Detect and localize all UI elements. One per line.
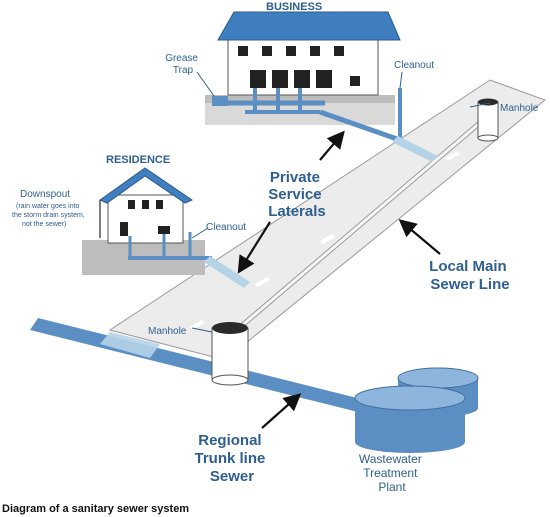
business-building xyxy=(205,11,401,125)
callout-arrows xyxy=(237,130,441,429)
treatment-plant-tanks xyxy=(354,367,479,453)
downspout-label: Downspout xyxy=(20,189,70,200)
cleanout-residence-label: Cleanout xyxy=(206,222,246,233)
business-label: BUSINESS xyxy=(266,1,322,13)
business-lateral-pipes xyxy=(212,88,438,162)
arrow-to-trunk-sewer xyxy=(261,393,302,429)
regional-trunk-line-sewer-label: Regional Trunk line Sewer xyxy=(194,432,269,485)
residence-building xyxy=(82,167,205,275)
arrow-to-main-sewer xyxy=(398,219,441,255)
manhole-bottom xyxy=(211,322,249,386)
leader-lines xyxy=(191,71,491,333)
street-surface xyxy=(108,79,547,361)
residence-lateral-pipes xyxy=(128,232,250,288)
residence-label: RESIDENCE xyxy=(106,154,170,166)
grease-trap-label: Grease Trap xyxy=(165,53,201,76)
local-main-sewer-pipe xyxy=(223,108,497,342)
private-service-laterals-label: Private Service Laterals xyxy=(268,169,326,220)
arrow-to-residence-lateral xyxy=(237,221,271,274)
manhole-bottom-label: Manhole xyxy=(148,326,187,337)
cleanout-business-label: Cleanout xyxy=(394,60,434,71)
arrow-to-business-lateral xyxy=(319,130,345,161)
downspout-note: (rain water goes into the storm drain sy… xyxy=(12,203,87,228)
wastewater-treatment-plant-label: Wastewater Treatment Plant xyxy=(359,452,425,494)
manhole-top xyxy=(477,98,499,142)
diagram-caption: Diagram of a sanitary sewer system xyxy=(2,503,189,515)
local-main-sewer-line-label: Local Main Sewer Line xyxy=(429,258,511,293)
manhole-top-label: Manhole xyxy=(500,103,539,114)
